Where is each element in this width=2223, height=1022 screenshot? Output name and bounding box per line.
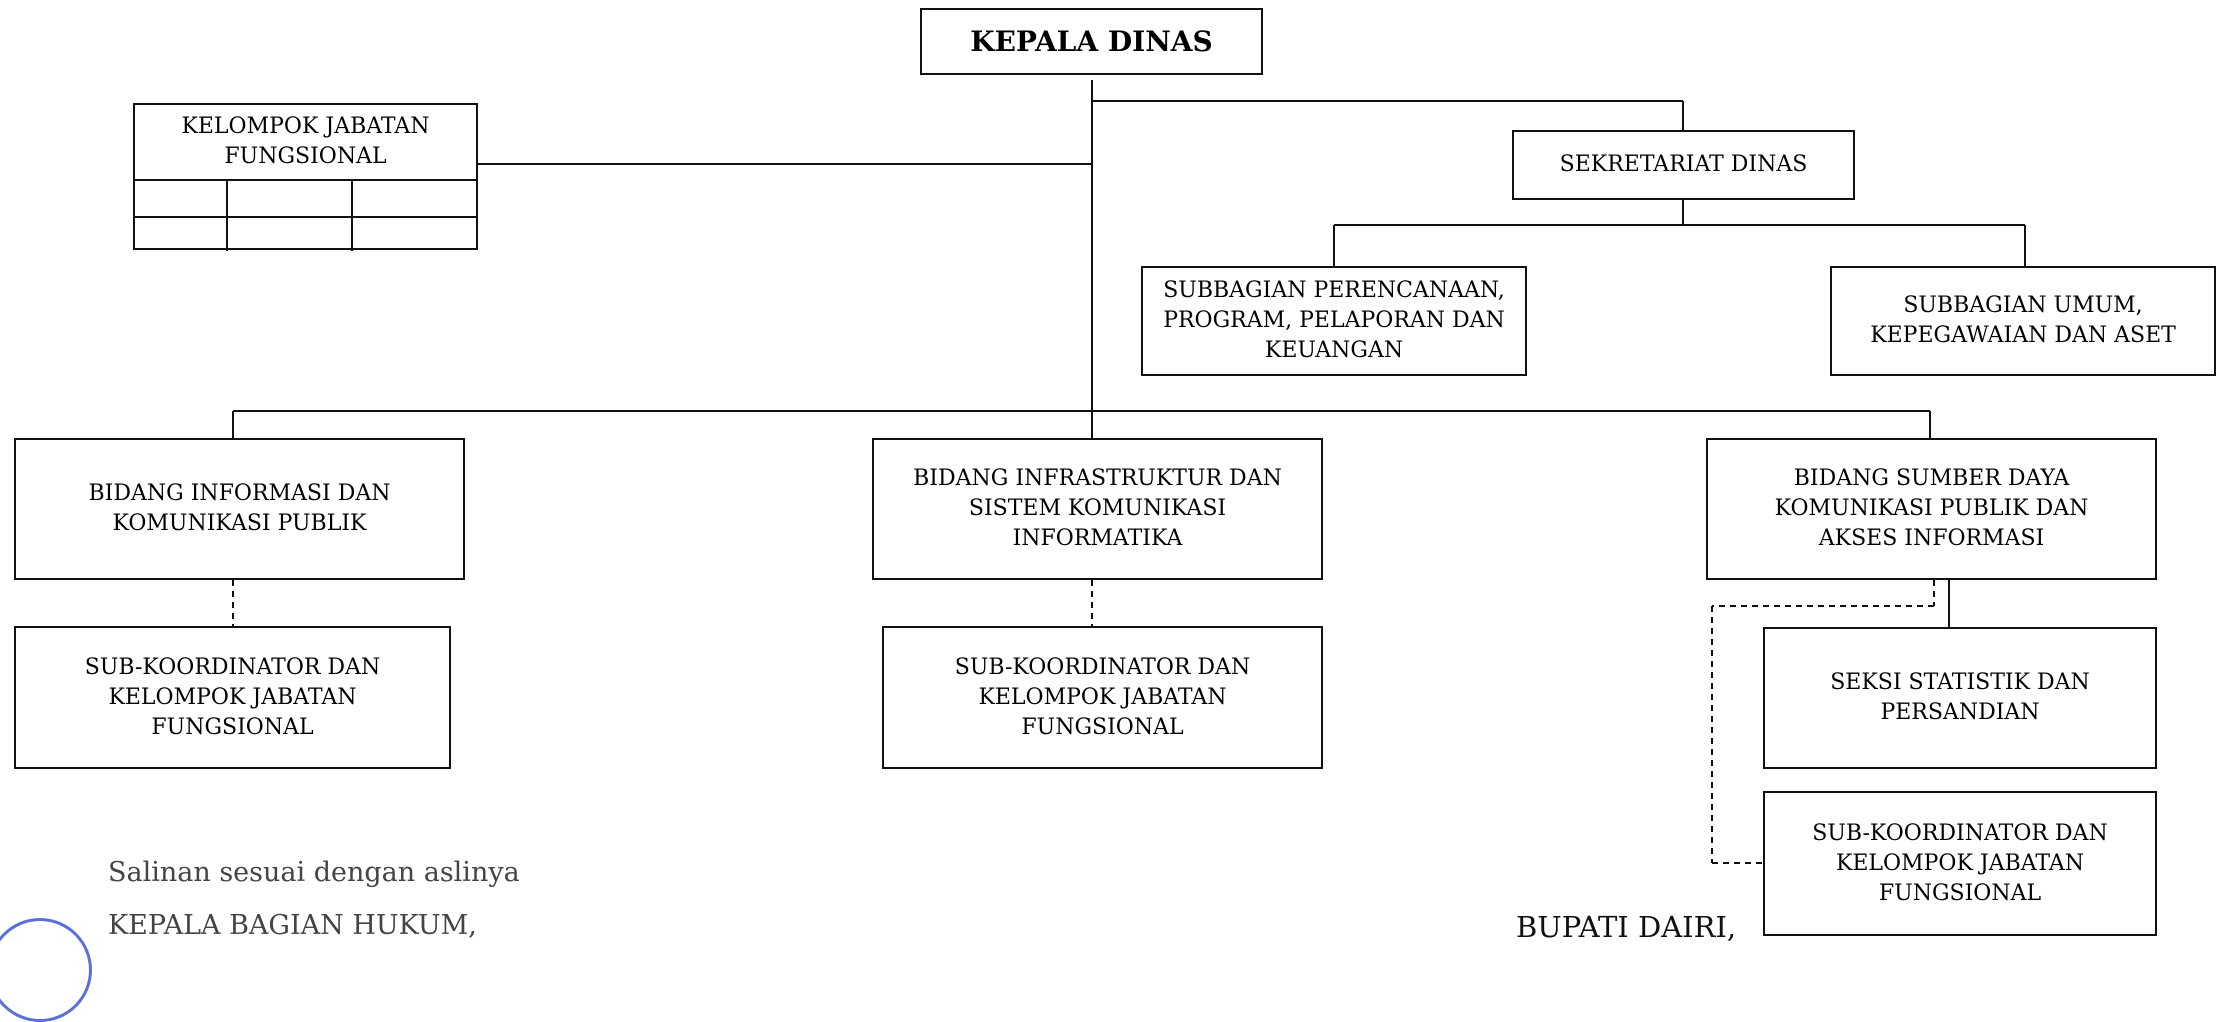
kepala-dinas-box: KEPALA DINAS (920, 8, 1263, 75)
grid-cell (353, 218, 476, 251)
subkoordinator-label-3: SUB-KOORDINATOR DAN KELOMPOK JABATAN FUN… (1812, 820, 2108, 906)
seksi-statistik-label: SEKSI STATISTIK DAN PERSANDIAN (1830, 670, 2090, 725)
seksi-statistik-box: SEKSI STATISTIK DAN PERSANDIAN (1763, 627, 2157, 769)
subkoordinator-label-1: SUB-KOORDINATOR DAN KELOMPOK JABATAN FUN… (84, 654, 381, 740)
kelompok-jabatan-label: KELOMPOK JABATAN FUNGSIONAL (181, 114, 430, 169)
bidang-informasi-label: BIDANG INFORMASI DAN KOMUNIKASI PUBLIK (88, 481, 391, 536)
subkoordinator-box-3: SUB-KOORDINATOR DAN KELOMPOK JABATAN FUN… (1763, 791, 2157, 936)
subbagian-umum-box: SUBBAGIAN UMUM, KEPEGAWAIAN DAN ASET (1830, 266, 2216, 376)
bidang-sumberdaya-label: BIDANG SUMBER DAYA KOMUNIKASI PUBLIK DAN… (1774, 466, 2089, 551)
subbagian-perencanaan-box: SUBBAGIAN PERENCANAAN, PROGRAM, PELAPORA… (1141, 266, 1527, 376)
grid-cell (135, 181, 228, 218)
grid-cell (353, 181, 476, 218)
kelompok-jabatan-box: KELOMPOK JABATAN FUNGSIONAL (133, 103, 478, 251)
subkoordinator-box-1: SUB-KOORDINATOR DAN KELOMPOK JABATAN FUN… (14, 626, 451, 769)
bidang-sumberdaya-box: BIDANG SUMBER DAYA KOMUNIKASI PUBLIK DAN… (1706, 438, 2157, 580)
subbagian-perencanaan-label: SUBBAGIAN PERENCANAAN, PROGRAM, PELAPORA… (1163, 278, 1505, 363)
bupati-text: BUPATI DAIRI, (1516, 910, 1737, 944)
salinan-text: Salinan sesuai dengan aslinya (108, 857, 520, 888)
subkoordinator-label-2: SUB-KOORDINATOR DAN KELOMPOK JABATAN FUN… (954, 654, 1251, 740)
sekretariat-label: SEKRETARIAT DINAS (1559, 152, 1808, 177)
bidang-infrastruktur-label: BIDANG INFRASTRUKTUR DAN SISTEM KOMUNIKA… (913, 466, 1282, 551)
sekretariat-box: SEKRETARIAT DINAS (1512, 130, 1855, 200)
kelompok-jabatan-grid (135, 181, 476, 251)
kepala-bagian-hukum-text: KEPALA BAGIAN HUKUM, (108, 910, 477, 941)
grid-cell (135, 218, 228, 251)
grid-cell (228, 181, 353, 218)
bidang-infrastruktur-box: BIDANG INFRASTRUKTUR DAN SISTEM KOMUNIKA… (872, 438, 1323, 580)
bidang-informasi-box: BIDANG INFORMASI DAN KOMUNIKASI PUBLIK (14, 438, 465, 580)
kepala-dinas-label: KEPALA DINAS (970, 24, 1213, 58)
subbagian-umum-label: SUBBAGIAN UMUM, KEPEGAWAIAN DAN ASET (1870, 293, 2176, 348)
official-stamp (0, 918, 92, 1022)
subkoordinator-box-2: SUB-KOORDINATOR DAN KELOMPOK JABATAN FUN… (882, 626, 1323, 769)
connector-lines (232, 80, 2026, 864)
grid-cell (228, 218, 353, 251)
